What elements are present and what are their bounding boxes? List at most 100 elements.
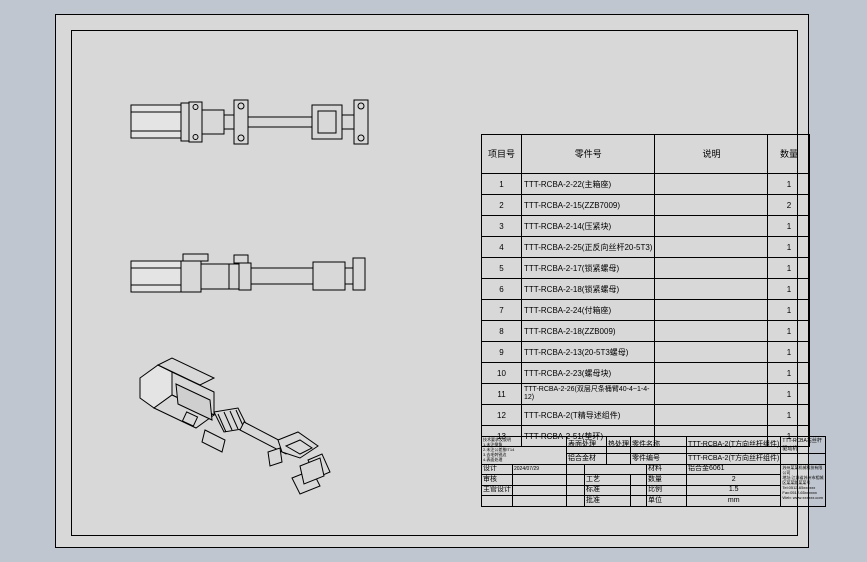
row-no: 7: [481, 299, 522, 321]
bom-header-no: 项目号: [481, 134, 522, 174]
isometric-view: [139, 357, 331, 495]
row-no: 2: [481, 194, 522, 216]
row-part: TTT-RCBA-2-24(付箱座): [520, 299, 656, 321]
row-qty: 1: [767, 236, 811, 258]
row-desc: [654, 383, 769, 405]
surface-label: 表面处理: [566, 436, 607, 454]
row-no: 11: [481, 383, 522, 405]
row-desc: [654, 299, 769, 321]
row-part: TTT-RCBA-2(T精导述组件): [520, 404, 656, 426]
company-tel: Tel:0512-65xxxxxx: [782, 484, 816, 490]
material-value: TTT-RCBA-2(T方向丝杆组件): [685, 453, 782, 465]
row-part: TTT-RCBA-2-26(双层尺条桶臂40-4~1-4-12): [520, 383, 656, 405]
title-block: 技术要求及说明 1.未注倒角 2.未注公差按IT14 3.去毛刺锐边 4.表面处…: [481, 436, 827, 507]
note-line: 2.未注公差按IT14: [483, 447, 515, 452]
row-desc: [654, 173, 769, 195]
date-value: 2024/07/29: [512, 463, 567, 475]
checker-label: 审核: [481, 474, 513, 486]
empty-cell: [606, 453, 631, 465]
row-no: 12: [481, 404, 522, 426]
row-qty: 1: [767, 215, 811, 237]
qty-label: 数量: [646, 474, 687, 486]
empty-cell: [630, 474, 647, 486]
row-part: TTT-RCBA-2-13(20-5T3螺母): [520, 341, 656, 363]
empty-cell: [512, 495, 567, 507]
row-part: TTT-RCBA-2-23(螺母块): [520, 362, 656, 384]
material2-label: 材料: [646, 463, 687, 475]
row-qty: 2: [767, 194, 811, 216]
row-part: TTT-RCBA-2-18(ZZB009): [520, 320, 656, 342]
row-qty: 1: [767, 257, 811, 279]
empty-cell: [481, 495, 513, 507]
empty-cell: [584, 463, 647, 475]
company-web: Web: www.xxxxxx.com: [782, 494, 823, 500]
empty-cell: [566, 484, 585, 496]
row-desc: [654, 236, 769, 258]
note-line: 4.表面处理: [483, 457, 503, 462]
company-fax: Fax:0512-65xxxxxx: [782, 489, 817, 495]
row-qty: 1: [767, 404, 811, 426]
row-desc: [654, 194, 769, 216]
row-part: TTT-RCBA-2-14(压紧块): [520, 215, 656, 237]
note-line: 3.去毛刺锐边: [483, 452, 507, 457]
empty-cell: [566, 474, 585, 486]
row-no: 9: [481, 341, 522, 363]
row-desc: [654, 215, 769, 237]
bom-header-part: 零件号: [520, 134, 656, 174]
empty-cell: [780, 453, 827, 465]
material2-value: 铝合金6061: [685, 463, 782, 475]
bom-header-qty: 数量: [767, 134, 811, 174]
row-part: TTT-RCBA-2-18(锁紧螺母): [520, 278, 656, 300]
empty-cell: [630, 484, 647, 496]
row-no: 8: [481, 320, 522, 342]
row-qty: 1: [767, 383, 811, 405]
row-desc: [654, 362, 769, 384]
row-qty: 1: [767, 320, 811, 342]
row-no: 10: [481, 362, 522, 384]
drawing-no-label: 零件编号: [630, 453, 687, 465]
row-no: 4: [481, 236, 522, 258]
row-desc: [654, 404, 769, 426]
drawing-name-value: TTT-RCBA-2(T方向丝杆组件): [685, 436, 782, 454]
row-qty: 1: [767, 362, 811, 384]
company-block: 苏州某某机械科技有限公司 地址:江苏省苏州市相城区某某路某某号 Tel:0512…: [780, 463, 827, 507]
empty-cell: [630, 495, 647, 507]
row-desc: [654, 320, 769, 342]
row-no: 3: [481, 215, 522, 237]
approver-label: 主管设计: [481, 484, 513, 496]
machine-name: TTT-RCBA右丝杆驱动机: [780, 436, 827, 454]
row-no: 5: [481, 257, 522, 279]
row-qty: 1: [767, 341, 811, 363]
tech-notes: 技术要求及说明 1.未注倒角 2.未注公差按IT14 3.去毛刺锐边 4.表面处…: [481, 436, 567, 465]
unit-label: 单位: [646, 495, 687, 507]
note-line: 技术要求及说明: [483, 437, 511, 442]
empty-cell: [566, 463, 585, 475]
drawing-name-label: 零件名称: [630, 436, 687, 454]
row-qty: 1: [767, 278, 811, 300]
standard-label: 标准: [584, 484, 631, 496]
row-part: TTT-RCBA-2-15(ZZB7009): [520, 194, 656, 216]
empty-cell: [512, 484, 567, 496]
front-view: [130, 253, 366, 293]
row-desc: [654, 341, 769, 363]
unit-value: mm: [685, 495, 782, 507]
row-part: TTT-RCBA-2-22(主箱座): [520, 173, 656, 195]
empty-cell: [512, 474, 567, 486]
bom-header-desc: 说明: [654, 134, 769, 174]
row-no: 1: [481, 173, 522, 195]
note-line: 1.未注倒角: [483, 442, 503, 447]
heat-label: 热处理: [606, 436, 631, 454]
row-qty: 1: [767, 173, 811, 195]
